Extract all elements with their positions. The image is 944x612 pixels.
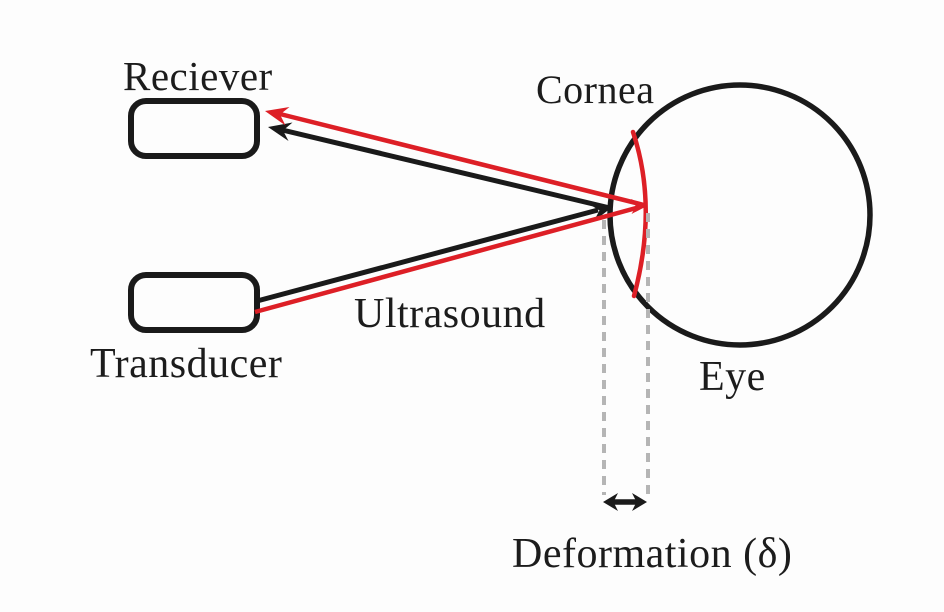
deformation-label: Deformation (δ) — [512, 531, 793, 577]
beam-transducer-to-cornea-red — [254, 204, 641, 315]
receiver-label: Reciever — [123, 53, 273, 99]
cornea-label: Cornea — [536, 67, 655, 112]
transducer-label: Transducer — [90, 341, 283, 387]
beam-cornea-to-receiver-black — [277, 126, 611, 211]
beam-transducer-to-cornea-black — [256, 207, 599, 304]
beam-cornea-to-receiver-red — [275, 110, 645, 208]
transducer-box — [128, 272, 260, 333]
ultrasound-label: Ultrasound — [354, 291, 546, 337]
arrowhead-receiver-black-icon — [268, 122, 293, 141]
arrowhead-receiver-red-icon — [265, 107, 290, 126]
cornea-deformed-arc — [630, 129, 648, 299]
deformation-arrowhead-left-icon — [603, 493, 618, 511]
eye-label: Eye — [699, 354, 766, 400]
receiver-box — [128, 98, 260, 159]
deformation-arrowhead-right-icon — [632, 493, 647, 511]
